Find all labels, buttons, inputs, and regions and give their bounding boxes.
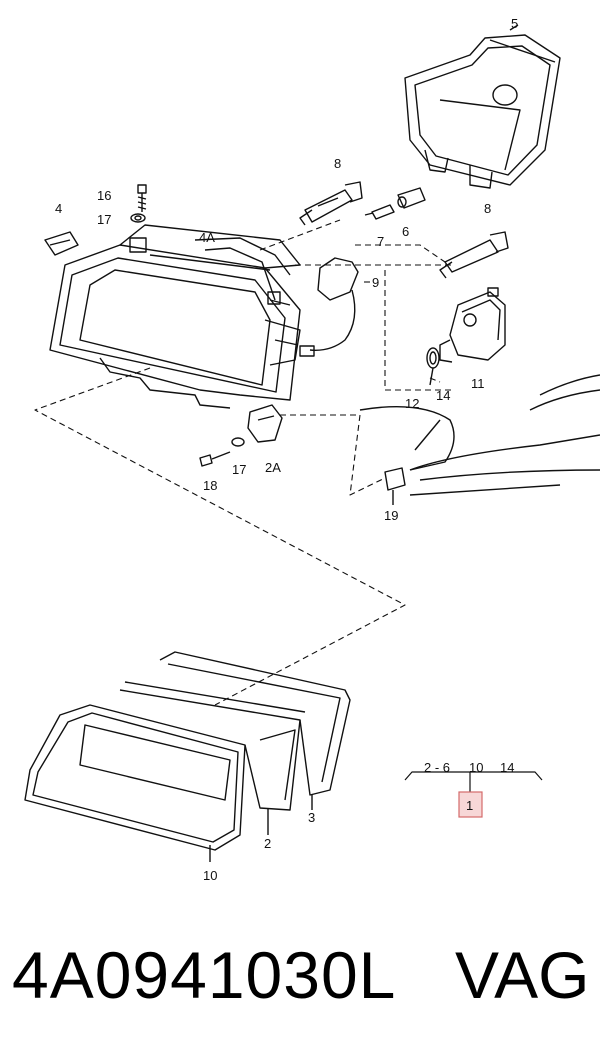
callout-14: 14: [436, 388, 450, 403]
callout-18: 18: [203, 478, 217, 493]
callout-10: 10: [203, 868, 217, 883]
callout-9: 9: [372, 275, 379, 290]
callout-2: 2: [264, 836, 271, 851]
washer-17-bottom: [231, 437, 245, 447]
legend-item-box: [458, 791, 483, 818]
callout-16: 16: [97, 188, 111, 203]
screw-16: [137, 184, 147, 212]
leader-5: [509, 24, 519, 31]
bulb-6: [397, 187, 426, 209]
exploded-guide-lines: [34, 219, 455, 706]
legend-group-c: 14: [500, 760, 514, 775]
callout-17-bottom: 17: [232, 462, 246, 477]
legend-group-b: 10: [469, 760, 483, 775]
connector-19: [384, 467, 406, 505]
rear-housing-cap: [404, 34, 561, 189]
part-number-bar: 4A0941030L VAG: [0, 925, 600, 1025]
callout-4: 4: [55, 201, 62, 216]
bulb-8-top: [299, 181, 363, 226]
callout-8-right: 8: [484, 201, 491, 216]
callout-12: 12: [405, 396, 419, 411]
callout-5: 5: [511, 16, 518, 31]
mounting-bracket-4: [44, 231, 79, 256]
part-number: 4A0941030L: [12, 938, 397, 1012]
callout-labels: 5 8 16 4 17 4A 7 6 8 9 11 14 12 17 2A 18…: [55, 16, 518, 883]
callout-17-top: 17: [97, 212, 111, 227]
wiring-harness-9: [299, 257, 359, 357]
callout-19: 19: [384, 508, 398, 523]
callout-6: 6: [402, 224, 409, 239]
legend-item-label: 1: [466, 798, 473, 813]
reflector-seal-3: [159, 651, 351, 810]
brand-label: VAG: [455, 938, 590, 1012]
leveling-motor-11: [439, 287, 506, 363]
bulb-8-right: [439, 231, 509, 279]
bulb-holder-14: [426, 347, 440, 386]
headlight-exploded-diagram: 5 8 16 4 17 4A 7 6 8 9 11 14 12 17 2A 18…: [24, 16, 600, 883]
callout-4a: 4A: [199, 230, 215, 245]
washer-17-top: [130, 213, 146, 223]
callout-8-top: 8: [334, 156, 341, 171]
legend-group-a: 2 - 6: [424, 760, 450, 775]
headlight-housing: [49, 224, 301, 409]
socket-7: [364, 204, 395, 220]
mounting-bracket-2a: [247, 404, 283, 443]
callout-2a: 2A: [265, 460, 281, 475]
legend-bracket: [404, 771, 543, 792]
callout-11: 11: [471, 376, 485, 391]
lens-seal-2: [119, 681, 306, 835]
screw-18: [199, 451, 231, 467]
headlight-lens-10: [24, 704, 246, 862]
callout-7: 7: [377, 234, 384, 249]
callout-3: 3: [308, 810, 315, 825]
fender-contour: [359, 374, 600, 496]
